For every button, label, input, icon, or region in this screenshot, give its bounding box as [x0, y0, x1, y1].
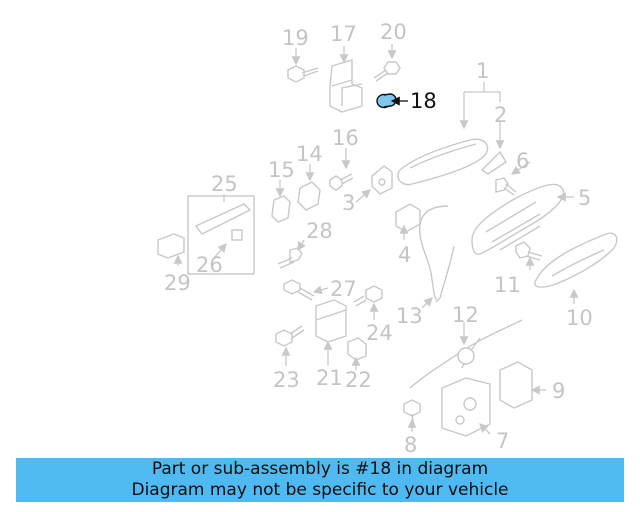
callout-21: 21 [316, 366, 343, 390]
callout-2: 2 [494, 103, 507, 127]
part-19-screw [287, 65, 319, 83]
callout-13: 13 [396, 304, 423, 328]
part-15-gasket [271, 195, 291, 223]
part-6-screw [495, 177, 517, 196]
part-29-stopper [157, 233, 185, 259]
part-5-frame [471, 183, 565, 255]
part-28-bolt [277, 247, 303, 269]
callout-3: 3 [342, 191, 355, 215]
callout-25: 25 [211, 172, 238, 196]
part-22-sleeve [347, 337, 367, 361]
part-23-bolt [275, 325, 305, 347]
callout-27: 27 [330, 277, 357, 301]
callout-1: 1 [476, 59, 489, 83]
callout-14: 14 [296, 142, 323, 166]
part-24-bolt [353, 285, 383, 307]
part-12-cable [409, 319, 523, 389]
banner-line-2: Diagram may not be specific to your vehi… [131, 480, 509, 500]
callout-26: 26 [196, 253, 223, 277]
callout-16: 16 [332, 126, 359, 150]
callout-4: 4 [398, 243, 411, 267]
part-14-gasket [297, 181, 321, 211]
callout-28: 28 [306, 219, 333, 243]
callout-29: 29 [164, 271, 191, 295]
callout-23: 23 [273, 368, 300, 392]
callout-20: 20 [380, 20, 407, 44]
part-13-cable [419, 205, 455, 303]
parts-artwork [157, 59, 618, 437]
part-16-screw [329, 173, 354, 191]
part-17-hinge [329, 59, 363, 113]
part-7-latch [441, 377, 491, 437]
part-4-bracket [395, 203, 421, 233]
callout-7: 7 [496, 429, 509, 453]
part-9-cover [499, 361, 533, 409]
part-25-check-box [187, 195, 255, 275]
callout-19: 19 [282, 26, 309, 50]
info-banner: Part or sub-assembly is #18 in diagram D… [16, 458, 624, 502]
part-3-bracket [371, 165, 393, 195]
callout-8: 8 [404, 433, 417, 457]
callout-9: 9 [552, 379, 565, 403]
part-10-inner-handle [534, 232, 618, 288]
part-27-bolt [283, 279, 315, 301]
banner-line-1: Part or sub-assembly is #18 in diagram [151, 459, 489, 479]
callout-11: 11 [494, 273, 521, 297]
callout-17: 17 [330, 22, 357, 46]
part-1-outer-handle [397, 138, 489, 186]
callout-12: 12 [452, 303, 479, 327]
part-2-cap [480, 150, 507, 175]
callout-24: 24 [366, 321, 393, 345]
callout-6: 6 [516, 149, 529, 173]
callout-22: 22 [345, 368, 372, 392]
callout-10: 10 [566, 306, 593, 330]
callout-labels: 1 2 3 4 5 6 7 8 9 10 11 12 13 14 15 16 1… [164, 20, 593, 457]
callout-15: 15 [268, 158, 295, 182]
part-11-screw [515, 241, 543, 261]
part-21-hinge [315, 299, 347, 343]
part-20-screw [373, 61, 401, 82]
callout-5: 5 [578, 186, 591, 210]
callout-18: 18 [410, 89, 437, 113]
leader-lines [173, 44, 579, 435]
